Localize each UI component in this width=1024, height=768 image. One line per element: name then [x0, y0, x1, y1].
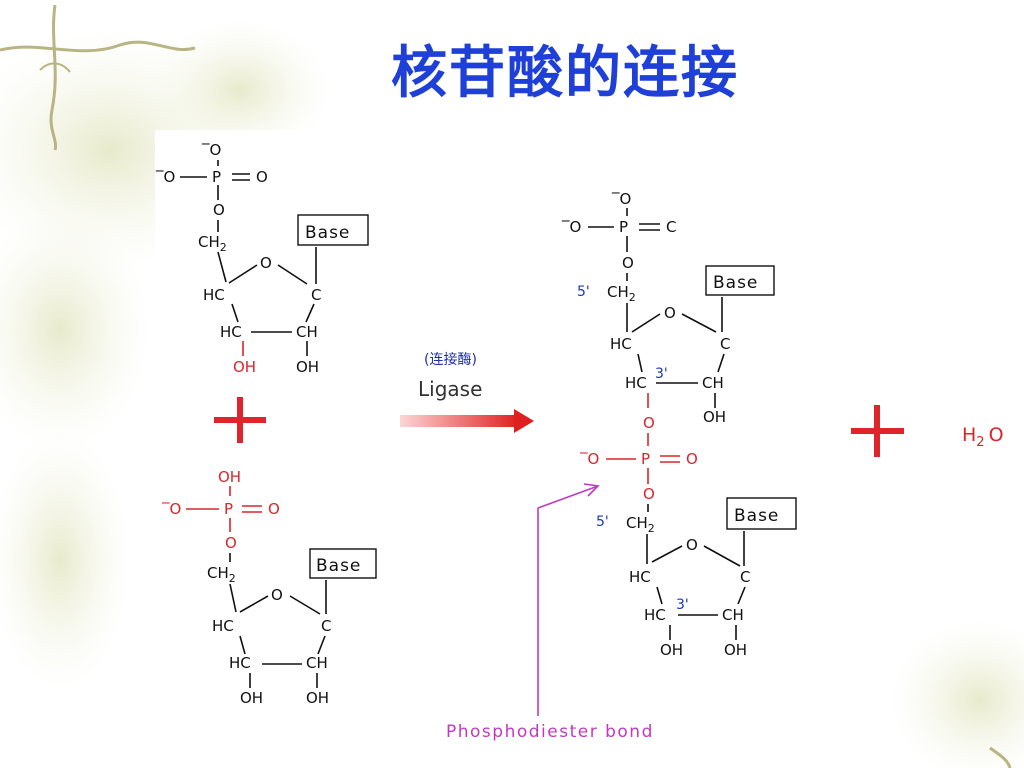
- svg-text:O: O: [686, 450, 698, 468]
- svg-text:HC: HC: [644, 606, 666, 624]
- svg-text:O: O: [213, 201, 225, 219]
- bond-pointer-arrow: [537, 483, 600, 716]
- svg-text:O: O: [256, 168, 268, 186]
- svg-text:OH: OH: [240, 689, 263, 707]
- svg-text:OH: OH: [724, 641, 747, 659]
- svg-text:CH: CH: [306, 654, 328, 672]
- bond-label: Phosphodiester bond: [446, 722, 654, 742]
- nucleotide-1: ‾O ‾O P O O CH2 Base O HC C HC CH OH OH: [155, 141, 369, 376]
- base-box: [309, 548, 377, 579]
- svg-text:HC: HC: [229, 654, 251, 672]
- svg-text:‾O: ‾O: [155, 168, 175, 186]
- svg-text:OH: OH: [296, 358, 319, 376]
- slide-title: 核苷酸的连接: [391, 40, 739, 106]
- dinucleotide-product: ‾O ‾O P C O 5' CH2 Base O HC C HC 3' CH …: [561, 190, 797, 659]
- svg-text:C: C: [311, 286, 321, 304]
- base-box: [297, 214, 369, 246]
- svg-text:HC: HC: [220, 323, 242, 341]
- svg-text:HC: HC: [212, 617, 234, 635]
- svg-text:‾O: ‾O: [611, 190, 631, 208]
- enzyme-label-en: Ligase: [418, 377, 482, 401]
- svg-text:OH: OH: [233, 358, 256, 376]
- svg-text:O: O: [664, 304, 676, 322]
- svg-text:HC: HC: [629, 568, 651, 586]
- svg-text:‾O: ‾O: [161, 500, 181, 518]
- svg-text:P: P: [641, 450, 650, 468]
- svg-text:CH: CH: [702, 374, 724, 392]
- svg-text:O: O: [643, 485, 655, 503]
- svg-text:3': 3': [676, 597, 689, 613]
- svg-text:CH2: CH2: [207, 564, 236, 585]
- svg-text:HC: HC: [203, 286, 225, 304]
- svg-text:O: O: [686, 536, 698, 554]
- enzyme-label-cn: (连接酶): [424, 351, 477, 368]
- svg-text:P: P: [212, 168, 221, 186]
- svg-text:‾O: ‾O: [561, 218, 581, 236]
- svg-text:CH: CH: [296, 323, 318, 341]
- svg-text:O: O: [643, 414, 655, 432]
- plus-icon: [851, 405, 904, 457]
- svg-text:HC: HC: [610, 335, 632, 353]
- svg-text:P: P: [224, 500, 233, 518]
- svg-text:OH: OH: [703, 408, 726, 426]
- svg-text:OH: OH: [306, 689, 329, 707]
- svg-text:‾O: ‾O: [201, 141, 221, 159]
- nucleotide-2: OH ‾O P O O CH2 Base O HC C HC CH OH OH: [161, 468, 377, 707]
- svg-text:O: O: [268, 500, 280, 518]
- svg-text:CH2: CH2: [626, 514, 655, 535]
- svg-text:CH: CH: [722, 606, 744, 624]
- svg-text:HC: HC: [625, 374, 647, 392]
- svg-text:C: C: [740, 568, 750, 586]
- svg-text:C: C: [720, 335, 730, 353]
- svg-text:Base: Base: [305, 223, 350, 243]
- svg-text:Base: Base: [713, 273, 758, 293]
- base-box: [705, 265, 775, 296]
- reaction-arrow-icon: [400, 409, 534, 433]
- plus-icon: [214, 397, 266, 443]
- svg-text:C: C: [321, 617, 331, 635]
- svg-text:Base: Base: [734, 506, 779, 526]
- svg-text:Base: Base: [316, 556, 361, 576]
- svg-text:3': 3': [655, 366, 668, 382]
- svg-text:5': 5': [596, 514, 609, 530]
- svg-text:OH: OH: [218, 468, 241, 486]
- svg-text:O: O: [225, 534, 237, 552]
- svg-text:OH: OH: [660, 641, 683, 659]
- svg-text:CH2: CH2: [607, 283, 636, 304]
- svg-text:O: O: [260, 254, 272, 272]
- svg-text:P: P: [619, 218, 628, 236]
- svg-text:CH2: CH2: [198, 233, 227, 254]
- vine-decoration: [0, 40, 196, 53]
- base-box: [726, 497, 797, 530]
- svg-text:‾O: ‾O: [579, 450, 599, 468]
- svg-text:5': 5': [577, 284, 590, 300]
- svg-text:C: C: [666, 218, 676, 236]
- svg-text:O: O: [271, 586, 283, 604]
- svg-text:O: O: [622, 254, 634, 272]
